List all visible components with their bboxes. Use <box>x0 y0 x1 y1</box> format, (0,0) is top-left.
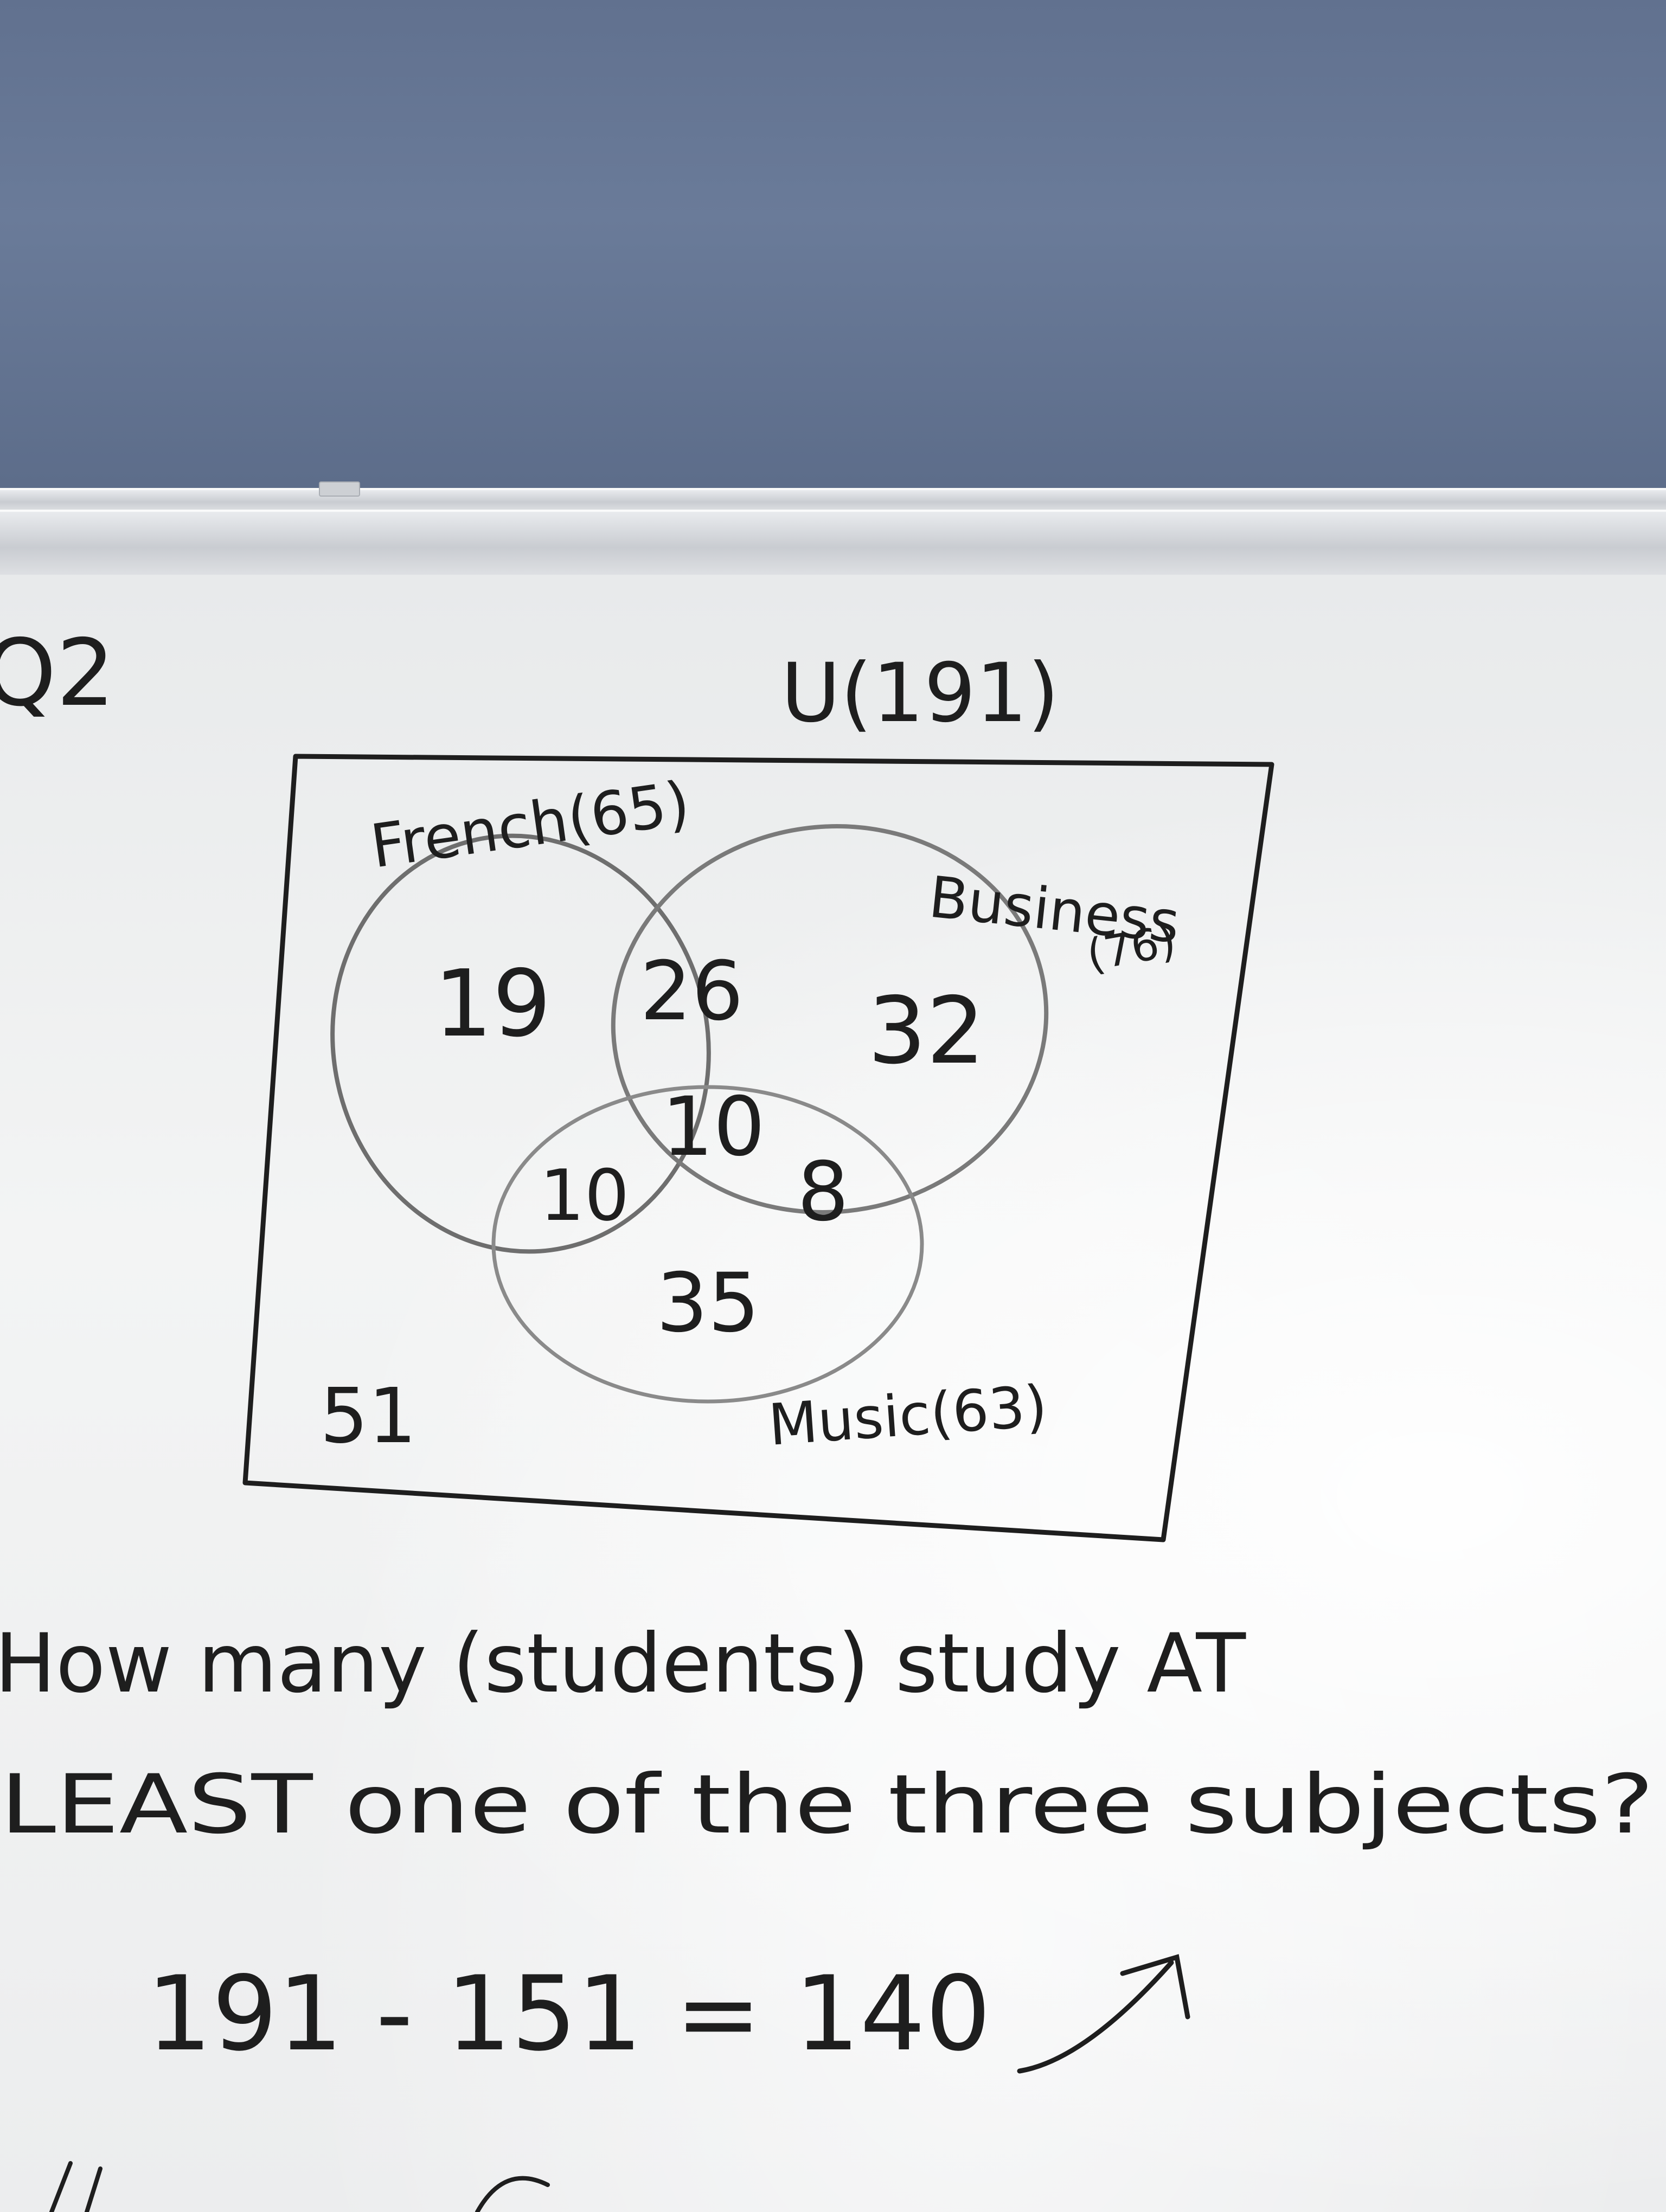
question-line-2: LEAST one of the three subjects? <box>0 1758 1654 1852</box>
french-set-label: French(65) <box>367 768 694 882</box>
cutoff-writing <box>49 2161 550 2212</box>
blue-wall <box>0 0 1666 542</box>
french-business-count: 26 <box>640 944 744 1039</box>
rail-clip <box>319 481 360 497</box>
answer-equation: 191 - 151 = 140 <box>146 1954 991 2074</box>
music-only-count: 35 <box>656 1256 760 1351</box>
all-three-count: 10 <box>662 1080 765 1174</box>
music-circle <box>491 1085 924 1404</box>
board-rail <box>0 510 1666 577</box>
french-circle <box>330 833 711 1254</box>
business-only-count: 32 <box>868 978 985 1085</box>
whiteboard-surface <box>0 575 1666 2212</box>
french-only-count: 19 <box>434 950 551 1058</box>
french-music-count: 10 <box>540 1154 629 1237</box>
universe-rectangle <box>242 754 1274 1542</box>
arrow-icon <box>1017 1954 1190 2074</box>
question-label: Q2 <box>0 620 115 727</box>
universe-label: U(191) <box>781 646 1059 741</box>
question-line-1: How many (students) study AT <box>0 1617 1246 1711</box>
music-set-label: Music(63) <box>766 1373 1049 1458</box>
business-music-count: 8 <box>797 1145 849 1239</box>
outside-count: 51 <box>320 1372 416 1461</box>
business-circle <box>611 824 1049 1214</box>
board-top-frame <box>0 488 1666 512</box>
